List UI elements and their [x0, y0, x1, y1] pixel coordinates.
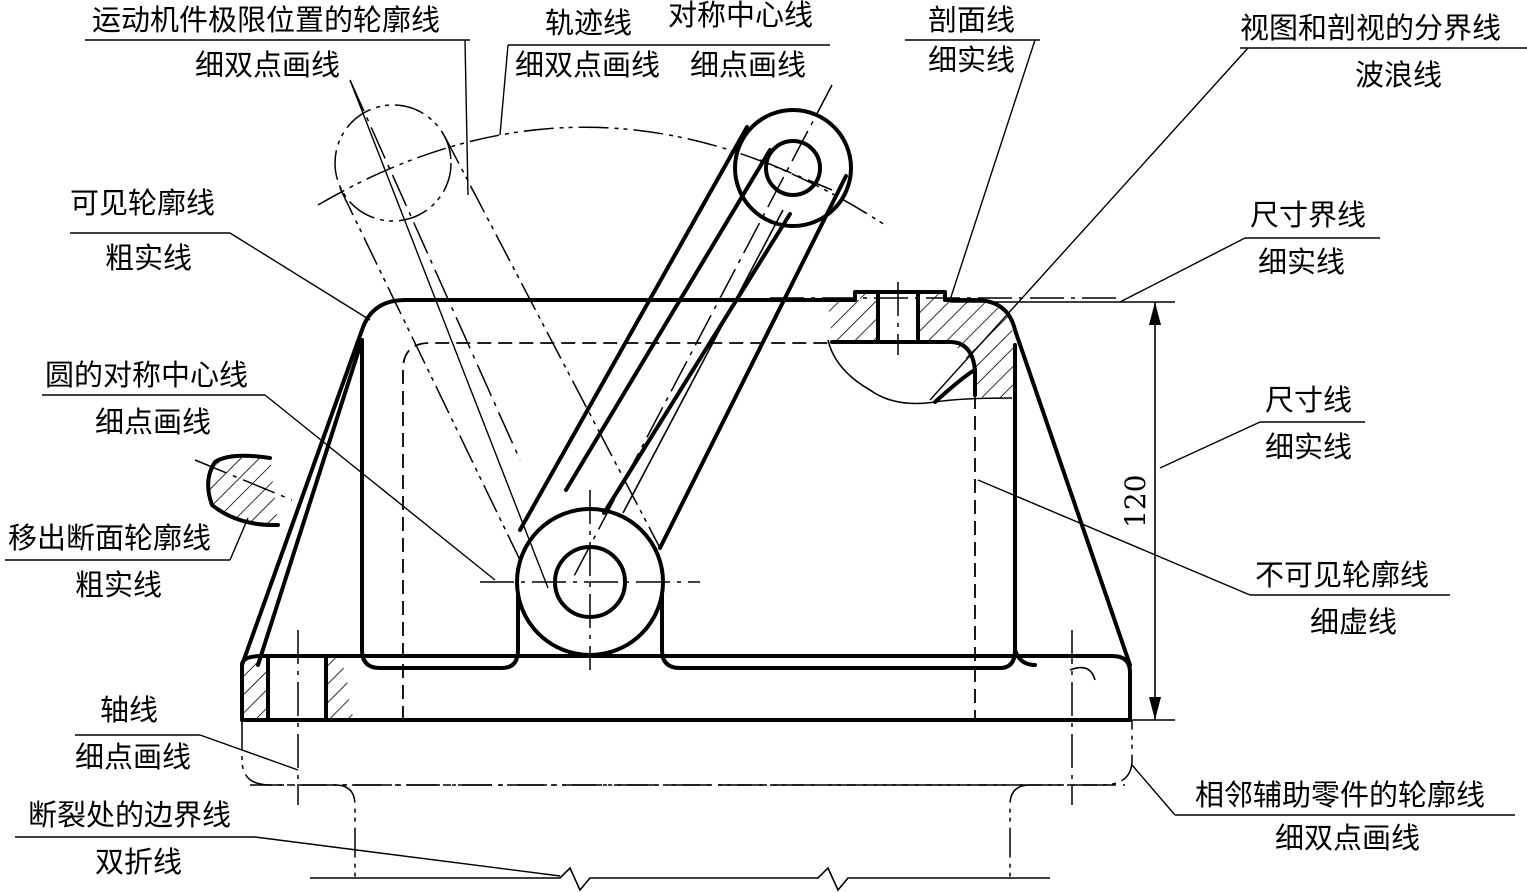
dimension-value: 120 — [1119, 475, 1152, 528]
label-adjacent-part-linetype: 细双点画线 — [1275, 821, 1420, 855]
label-trajectory-linetype: 细双点画线 — [515, 48, 660, 82]
label-adjacent-part-contour: 相邻辅助零件的轮廓线 — [1195, 778, 1485, 812]
label-dimension-line: 尺寸线 — [1265, 383, 1352, 417]
labels: 运动机件极限位置的轮廓线 细双点画线 轨迹线 细双点画线 对称中心线 细点画线 … — [8, 0, 1501, 879]
label-view-section-boundary: 视图和剖视的分界线 — [1240, 11, 1501, 45]
thin-solid-lines — [310, 209, 1175, 892]
label-trajectory-line: 轨迹线 — [545, 6, 632, 40]
label-circle-centerline-linetype: 细点画线 — [95, 405, 211, 439]
label-section-linetype: 细实线 — [928, 43, 1015, 77]
label-symmetry-linetype: 细点画线 — [690, 48, 806, 82]
label-extension-line: 尺寸界线 — [1250, 198, 1366, 232]
label-visible-contour: 可见轮廓线 — [70, 186, 215, 220]
label-removed-section-linetype: 粗实线 — [75, 568, 162, 602]
label-removed-section-contour: 移出断面轮廓线 — [8, 521, 211, 555]
label-axis-line: 轴线 — [100, 693, 158, 727]
label-visible-contour-linetype: 粗实线 — [105, 241, 192, 275]
label-break-linetype: 双折线 — [95, 845, 182, 879]
label-axis-linetype: 细点画线 — [75, 740, 191, 774]
label-section-line: 剖面线 — [928, 3, 1015, 37]
label-hidden-contour: 不可见轮廓线 — [1255, 558, 1429, 592]
label-limit-position-linetype: 细双点画线 — [195, 48, 340, 82]
leader-lines — [5, 39, 1527, 877]
hidden-lines — [402, 342, 976, 720]
label-dimension-linetype: 细实线 — [1265, 430, 1352, 464]
label-circle-centerline: 圆的对称中心线 — [45, 358, 248, 392]
label-extension-linetype: 细实线 — [1258, 245, 1345, 279]
label-limit-position-contour: 运动机件极限位置的轮廓线 — [92, 3, 440, 37]
label-symmetry-centerline: 对称中心线 — [668, 0, 813, 32]
label-hidden-contour-linetype: 细虚线 — [1310, 605, 1397, 639]
visible-outlines — [206, 108, 1132, 722]
label-break-boundary: 断裂处的边界线 — [28, 798, 231, 832]
label-view-section-linetype: 波浪线 — [1355, 58, 1442, 92]
